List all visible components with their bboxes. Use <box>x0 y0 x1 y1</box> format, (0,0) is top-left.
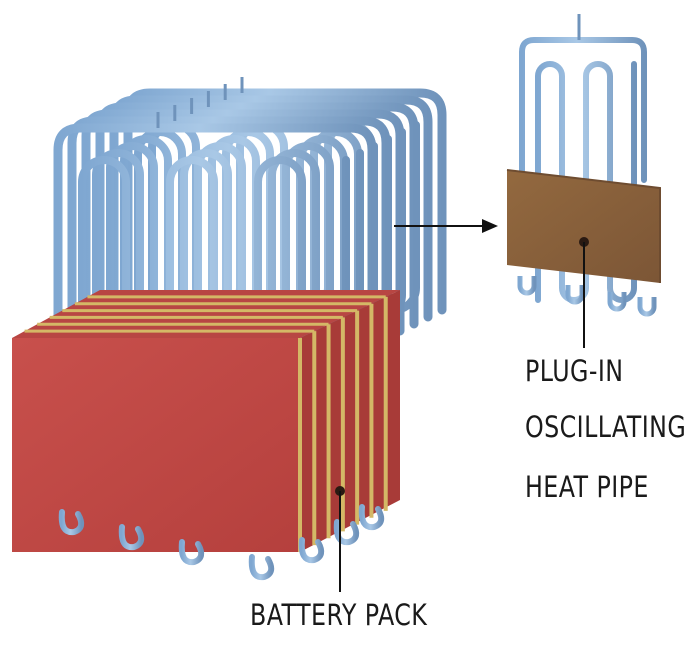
ohp-outer-loop <box>519 37 647 183</box>
ohp-leader-line <box>579 237 589 348</box>
bottom-loop <box>333 519 360 546</box>
battery-pack-block <box>12 290 400 552</box>
battery-leader-line <box>335 486 345 592</box>
battery-front-face <box>12 338 300 552</box>
plug-in-oscillating-heat-pipe <box>506 14 661 317</box>
inner-pipe-serpentine <box>106 142 378 335</box>
ohp-label-line-2: OSCILLATING <box>525 410 687 444</box>
battery-side-face <box>300 290 400 552</box>
ohp-plate-edge <box>506 169 661 283</box>
ohp-bottom-u <box>517 276 537 296</box>
battery-pack-label: BATTERY PACK <box>250 598 428 632</box>
arrow-right-icon <box>394 219 498 233</box>
outer-pipe-loop <box>53 123 377 350</box>
ohp-plate <box>507 170 660 283</box>
bottom-loop <box>58 509 85 536</box>
ohp-bottom-u <box>565 285 585 305</box>
ohp-label-line-3: HEAT PIPE <box>525 470 649 504</box>
ohp-bottom-u <box>637 297 657 317</box>
battery-top-face <box>12 290 400 338</box>
outer-pipe-loop <box>67 116 391 343</box>
bottom-loop <box>178 539 205 566</box>
battery-bottom-loops <box>58 504 385 581</box>
bottom-loop <box>298 537 325 564</box>
ohp-label-line-1: PLUG-IN <box>525 354 624 388</box>
bottom-loop <box>248 554 275 581</box>
bottom-loop <box>358 504 385 531</box>
bottom-loop <box>118 524 145 551</box>
ohp-bottom-u <box>607 292 627 312</box>
